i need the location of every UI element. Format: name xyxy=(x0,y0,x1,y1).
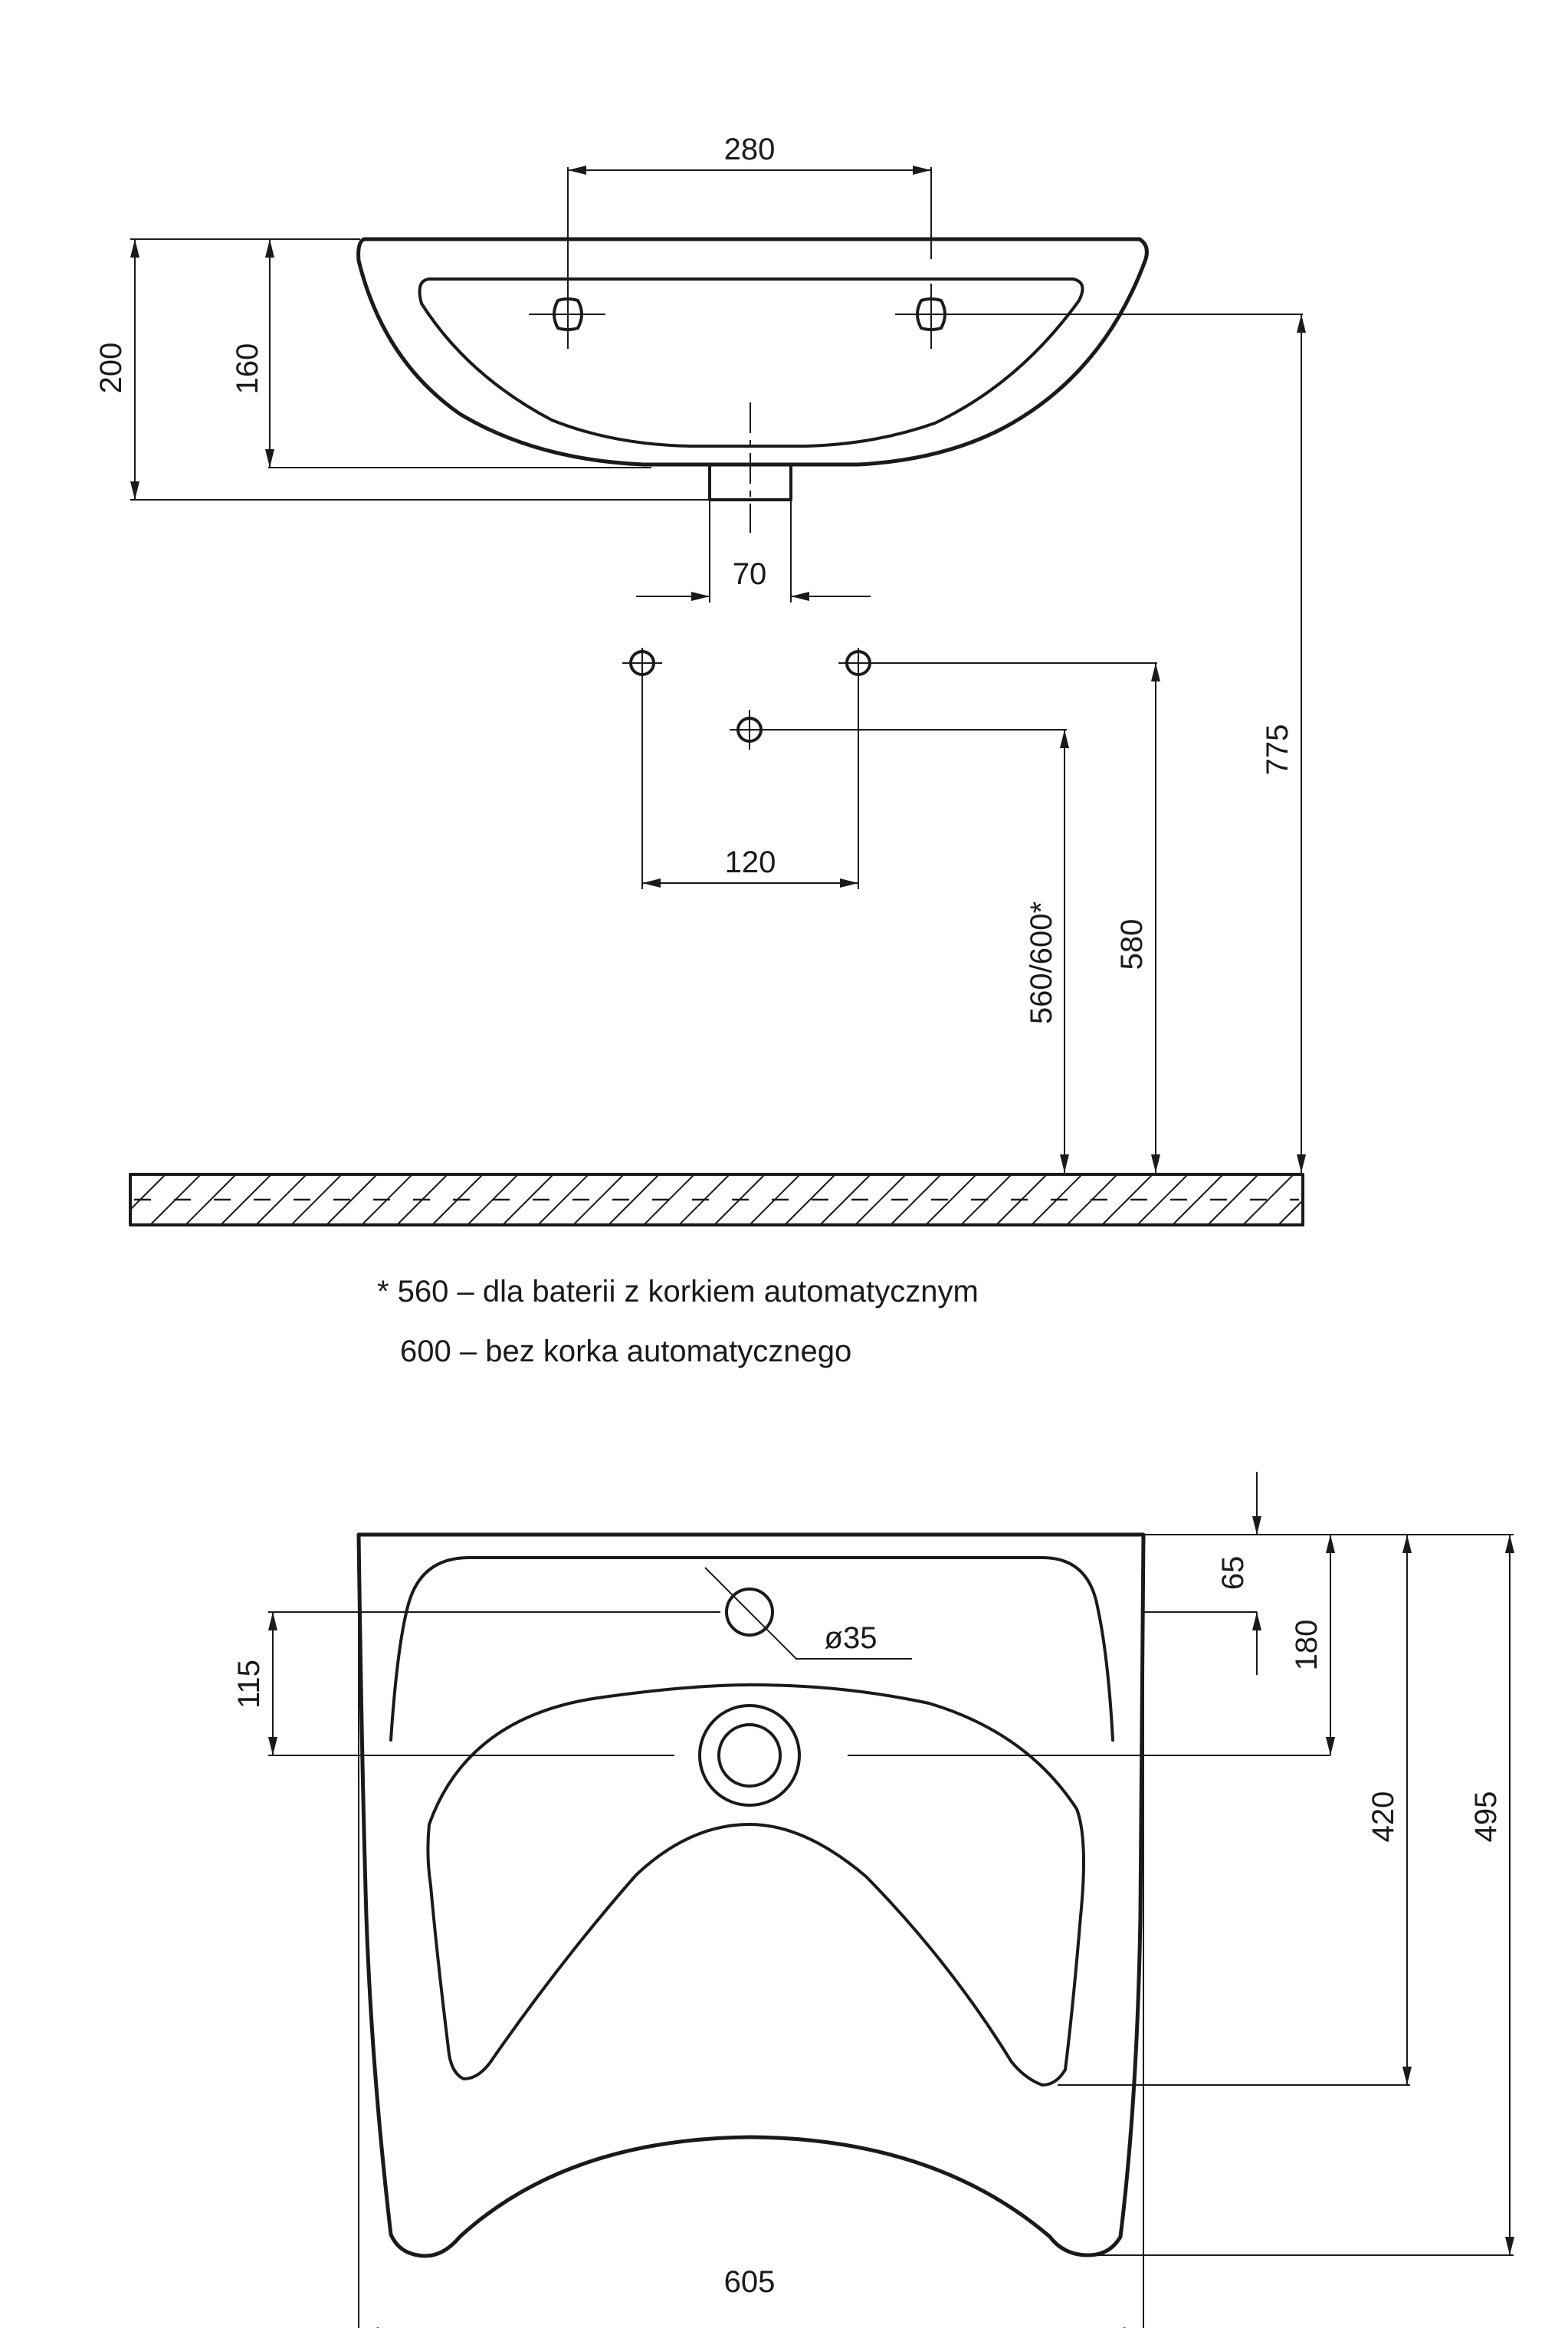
dim-label-560-600: 560/600* xyxy=(1025,901,1058,1024)
floor-hatch-line xyxy=(290,1174,343,1226)
basin-outline xyxy=(356,1532,1146,2258)
drain-hole xyxy=(698,1704,801,1807)
dim-label-160: 160 xyxy=(231,343,264,395)
floor-hatch-line xyxy=(255,1174,307,1226)
floor-hatch-line xyxy=(185,1174,237,1226)
basin-outer-rim xyxy=(356,237,1149,467)
floor-hatch-line xyxy=(890,1174,942,1226)
dim-label-70: 70 xyxy=(733,557,767,591)
tap-hole-right xyxy=(895,284,954,349)
dim-label-180: 180 xyxy=(1290,1620,1324,1671)
floor-hatch-line xyxy=(502,1174,554,1226)
basin-front-view: ø35 115 65 180 420 495 605 xyxy=(232,1472,1514,2328)
dim-label-495: 495 xyxy=(1469,1791,1503,1843)
floor-hatch-line xyxy=(608,1174,660,1226)
note-line-1: * 560 – dla baterii z korkiem automatycz… xyxy=(377,1275,979,1308)
floor-hatch-line xyxy=(855,1174,907,1226)
dim-label-605: 605 xyxy=(724,2265,776,2299)
basin-inner-rim xyxy=(389,1556,1114,1742)
waste-point xyxy=(730,710,1067,750)
tap-hole-left xyxy=(529,284,605,349)
basin-inner-bowl xyxy=(418,277,1084,448)
supply-point-right xyxy=(838,648,1157,889)
floor-section xyxy=(129,1173,1304,1226)
dim-label-115: 115 xyxy=(232,1660,266,1709)
note-line-2: 600 – bez korka automatycznego xyxy=(400,1335,851,1368)
floor-hatch-line xyxy=(784,1174,836,1226)
dim-label-200: 200 xyxy=(94,343,128,394)
floor-hatch-line xyxy=(572,1174,625,1226)
dim-label-420: 420 xyxy=(1366,1791,1400,1843)
dim-label-120: 120 xyxy=(725,846,776,879)
floor-hatch-line xyxy=(1172,1174,1224,1226)
dim-label-280: 280 xyxy=(724,133,776,166)
supply-point-left xyxy=(622,648,662,889)
basin-bowl xyxy=(426,1683,1085,2087)
waste-outlet xyxy=(708,463,792,501)
dim-label-580: 580 xyxy=(1115,919,1149,970)
basin-top-view: 280 200 160 70 775 xyxy=(94,133,1306,1173)
floor-hatch-line xyxy=(1101,1174,1153,1226)
installation-points: 120 580 560/600* xyxy=(622,648,1160,1173)
floor-hatch-line xyxy=(819,1174,871,1226)
floor-hatch-line xyxy=(537,1174,589,1226)
floor-hatch-line xyxy=(220,1174,272,1226)
floor-hatch-line xyxy=(1137,1174,1189,1226)
floor-hatch-line xyxy=(1207,1174,1259,1226)
tap-hole xyxy=(704,1567,912,1660)
floor-hatch-line xyxy=(925,1174,977,1226)
dim-label-775: 775 xyxy=(1261,724,1294,776)
dim-label-65: 65 xyxy=(1216,1556,1250,1591)
dim-label-35: ø35 xyxy=(825,1621,877,1655)
floor-hatch-line xyxy=(326,1174,378,1226)
floor-hatch-line xyxy=(1278,1200,1304,1226)
floor-hatch-line xyxy=(130,1174,166,1210)
floor-hatch-line xyxy=(1242,1174,1294,1226)
